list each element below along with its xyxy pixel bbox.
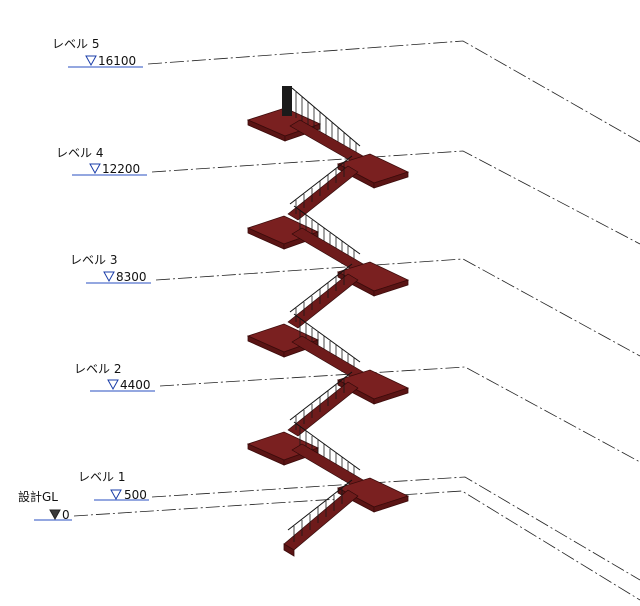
level-line-3 [155,258,640,357]
level-lines [73,40,640,601]
level-line-5 [147,40,640,143]
level-name: レベル 5 [52,37,99,51]
level-elevation: 8300 [116,270,147,284]
level-marker-2[interactable]: レベル 2 4400 [74,362,155,392]
stair-segment-4 [246,153,410,275]
level-name: 設計GL [18,489,58,504]
level-elevation: 500 [124,488,147,502]
rail-post [282,86,292,116]
level-triangle-icon [107,379,119,391]
level-marker-1[interactable]: レベル 1 500 [78,470,149,502]
stair-segment-1 [283,477,410,557]
level-name: レベル 1 [78,470,125,484]
level-elevation: 12200 [102,162,140,176]
stair-assembly [246,86,410,557]
level-triangle-icon [89,163,101,175]
level-marker-3[interactable]: レベル 3 8300 [70,253,151,284]
level-marker-gl[interactable]: 設計GL 0 [18,489,72,522]
stair-segment-3 [246,261,410,383]
level-elevation: 4400 [120,378,151,392]
level-name: レベル 3 [70,253,117,267]
level-triangle-icon [110,489,122,501]
top-landing [246,86,371,167]
level-elevation: 0 [62,508,70,522]
level-annotations: レベル 5 16100 レベル 4 12200 レベル 3 8300 レベル 2… [18,37,155,522]
stair-segment-2 [246,369,410,491]
level-triangle-icon [103,271,115,283]
level-marker-5[interactable]: レベル 5 16100 [52,37,143,68]
level-elevation: 16100 [98,54,136,68]
level-line-2 [159,366,640,463]
level-line-4 [151,150,640,245]
level-triangle-filled-icon [49,509,61,521]
level-triangle-icon [85,55,97,67]
level-name: レベル 4 [56,146,103,160]
level-name: レベル 2 [74,362,121,376]
level-line-gl [73,490,640,601]
level-line-1 [151,476,640,581]
level-marker-4[interactable]: レベル 4 12200 [56,146,147,176]
